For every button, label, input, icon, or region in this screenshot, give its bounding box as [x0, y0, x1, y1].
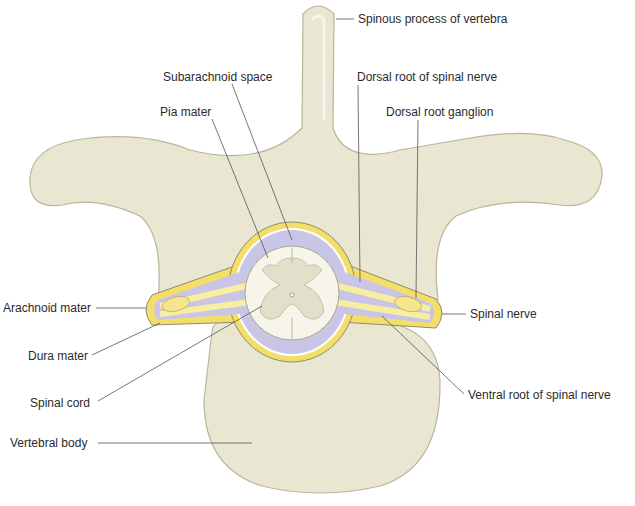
part-label: Pia mater — [160, 105, 211, 119]
part-label: Arachnoid mater — [3, 301, 91, 315]
part-label: Ventral root of spinal nerve — [468, 388, 611, 402]
part-label: Dura mater — [28, 349, 88, 363]
part-label: Dorsal root ganglion — [386, 105, 493, 119]
part-label: Vertebral body — [10, 436, 87, 450]
part-label: Spinal cord — [30, 396, 90, 410]
part-label: Spinous process of vertebra — [358, 12, 507, 26]
part-label: Dorsal root of spinal nerve — [357, 70, 497, 84]
part-label: Spinal nerve — [470, 307, 537, 321]
part-label: Subarachnoid space — [163, 70, 272, 84]
